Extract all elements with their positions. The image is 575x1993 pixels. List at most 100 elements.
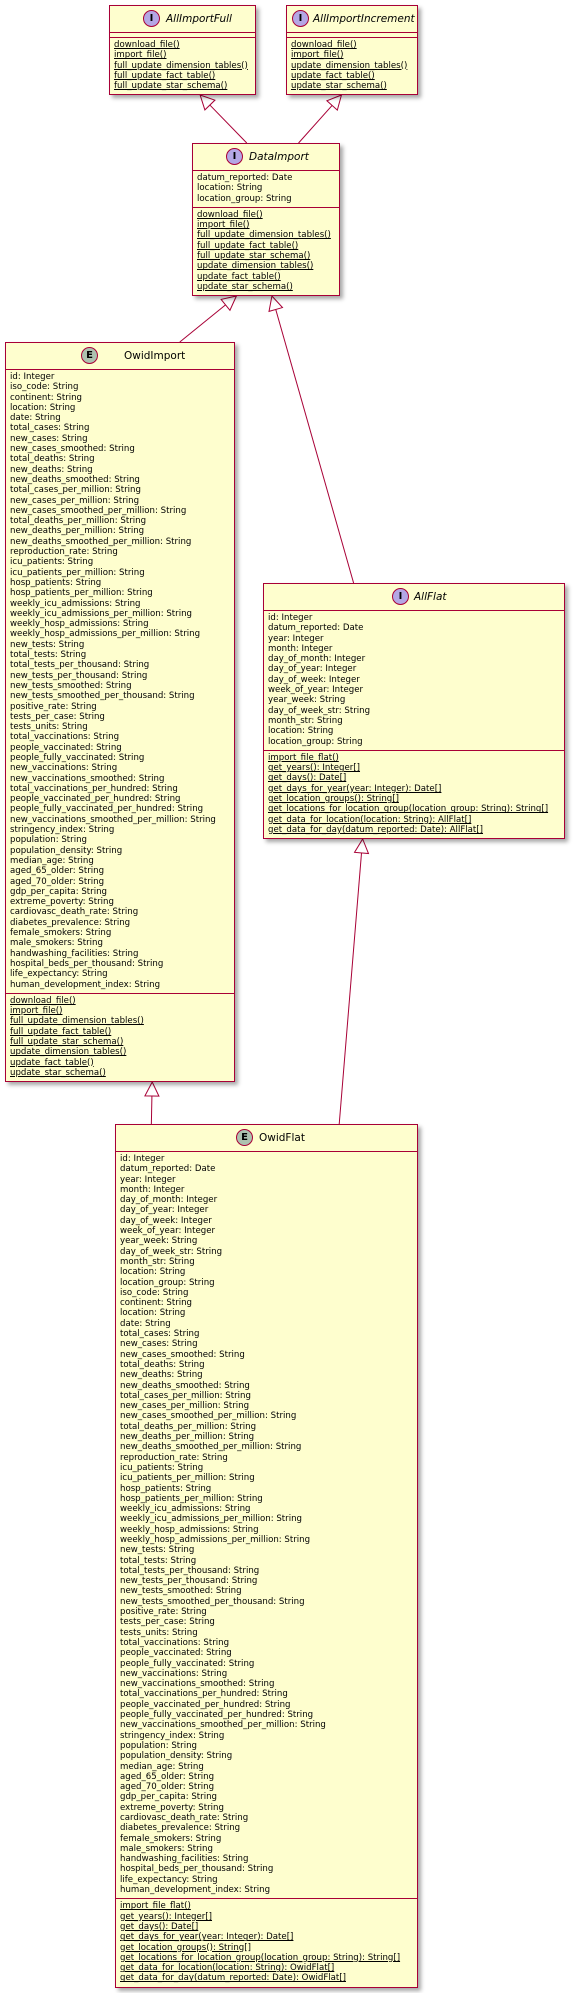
method-row: update_dimension_tables()	[10, 1047, 127, 1058]
method-row: download_file()	[10, 995, 76, 1006]
inheritance-arrowhead	[144, 1080, 160, 1097]
attribute-row: hospital_beds_per_thousand: String	[120, 1864, 274, 1875]
generalization-line	[179, 304, 226, 343]
attribute-row: total_tests: String	[120, 1555, 197, 1566]
attribute-row: stringency_index: String	[10, 825, 115, 836]
method-row: full_update_star_schema()	[197, 251, 311, 262]
attribute-row: new_vaccinations_smoothed_per_million: S…	[10, 814, 216, 825]
attribute-row: human_development_index: String	[120, 1885, 271, 1896]
attribute-row: handwashing_facilities: String	[10, 948, 139, 959]
attribute-row: location: String	[197, 183, 263, 194]
attribute-row: day_of_year: Integer	[120, 1205, 209, 1216]
attribute-row: year: Integer	[268, 633, 324, 644]
attribute-row: new_tests_per_thousand: String	[10, 670, 148, 681]
attribute-row: diabetes_prevalence: String	[120, 1823, 241, 1834]
attribute-row: new_cases: String	[10, 433, 88, 444]
attribute-row: year: Integer	[120, 1174, 176, 1185]
attribute-row: new_deaths_per_million: String	[10, 526, 145, 537]
method-row: update_fact_table()	[197, 271, 281, 282]
attribute-row: aged_65_older: String	[10, 866, 105, 877]
inheritance-arrowhead	[220, 295, 238, 312]
attribute-row: new_deaths_smoothed: String	[120, 1380, 250, 1391]
attribute-row: id: Integer	[268, 613, 313, 623]
attribute-row: hosp_patients: String	[10, 577, 102, 588]
attribute-row: new_tests: String	[10, 639, 85, 650]
method-row: download_file()	[114, 40, 180, 50]
attribute-row: cardiovasc_death_rate: String	[10, 907, 139, 918]
method-row: import_file()	[291, 50, 344, 61]
attribute-row: day_of_month: Integer	[120, 1195, 218, 1206]
attribute-row: total_cases: String	[120, 1329, 200, 1340]
attribute-row: new_deaths: String	[10, 464, 93, 475]
method-row: get_data_for_day(datum_reported: Date): …	[120, 1973, 346, 1984]
attribute-row: day_of_year: Integer	[268, 664, 357, 675]
attribute-row: weekly_icu_admissions_per_million: Strin…	[120, 1514, 302, 1525]
attribute-row: new_deaths: String	[120, 1370, 203, 1381]
methods-section: download_file()import_file()full_update_…	[110, 37, 255, 94]
attribute-row: cardiovasc_death_rate: String	[120, 1813, 249, 1823]
attribute-row: total_cases: String	[10, 423, 90, 434]
class-all-import-full[interactable]: I AllImportFull download_file()import_fi…	[109, 5, 256, 96]
attribute-row: tests_units: String	[120, 1627, 198, 1638]
method-row: import_file()	[114, 50, 167, 61]
method-row: full_update_star_schema()	[114, 81, 228, 92]
attribute-row: people_vaccinated_per_hundred: String	[10, 794, 181, 805]
class-all-import-increment[interactable]: I AllImportIncrement download_file()impo…	[286, 5, 418, 96]
attribute-row: gdp_per_capita: String	[10, 886, 107, 897]
attribute-row: id: Integer	[10, 372, 55, 382]
method-row: get_days(): Date[]	[120, 1921, 199, 1932]
method-row: import_file()	[197, 220, 250, 231]
inheritance-arrowhead	[268, 294, 284, 313]
attribute-row: iso_code: String	[10, 382, 79, 393]
method-row: full_update_star_schema()	[10, 1037, 124, 1047]
attribute-row: male_smokers: String	[120, 1843, 213, 1854]
methods-section: import_file_flat()get_years(): Integer[]…	[116, 1898, 417, 1986]
class-name: AllFlat	[414, 591, 447, 603]
attribute-row: population_density: String	[10, 845, 123, 856]
attribute-row: total_vaccinations_per_hundred: String	[120, 1689, 288, 1700]
method-row: update_fact_table()	[10, 1057, 94, 1068]
method-row: import_file_flat()	[120, 1901, 191, 1912]
attribute-row: month: Integer	[268, 643, 333, 654]
attribute-row: new_tests_smoothed_per_thousand: String	[10, 691, 195, 702]
method-row: update_dimension_tables()	[197, 261, 314, 272]
attribute-row: location_group: String	[120, 1277, 215, 1288]
attribute-row: life_expectancy: String	[10, 969, 108, 980]
attribute-row: new_cases_smoothed: String	[120, 1349, 245, 1360]
attribute-row: human_development_index: String	[10, 979, 161, 990]
method-row: get_days_for_year(year: Integer): Date[]	[268, 783, 442, 794]
entity-icon: E	[81, 347, 98, 364]
generalization-line	[338, 852, 363, 1125]
generalization-line	[275, 309, 355, 584]
class-name: OwidImport	[124, 350, 186, 362]
inheritance-arrowhead	[199, 94, 216, 111]
attribute-row: new_deaths_smoothed: String	[10, 474, 140, 485]
attribute-row: median_age: String	[120, 1761, 204, 1772]
attribute-row: month_str: String	[268, 715, 343, 726]
method-row: full_update_dimension_tables()	[114, 60, 248, 71]
attribute-row: new_deaths_smoothed_per_million: String	[120, 1442, 302, 1453]
attribute-row: people_fully_vaccinated_per_hundred: Str…	[120, 1710, 314, 1721]
attribute-row: weekly_hosp_admissions_per_million: Stri…	[120, 1534, 311, 1545]
attribute-row: location: String	[10, 402, 76, 413]
attribute-row: new_tests_smoothed_per_thousand: String	[120, 1596, 305, 1607]
attribute-row: weekly_icu_admissions_per_million: Strin…	[10, 608, 192, 619]
method-row: full_update_fact_table()	[197, 240, 299, 251]
class-header: I AllImportIncrement	[287, 6, 417, 33]
attribute-row: weekly_icu_admissions: String	[120, 1504, 251, 1515]
attribute-row: new_tests_smoothed: String	[10, 680, 132, 691]
attribute-row: diabetes_prevalence: String	[10, 917, 131, 928]
attribute-row: hosp_patients_per_million: String	[10, 588, 153, 599]
methods-section: download_file()import_file()full_update_…	[193, 206, 339, 295]
class-name: AllImportIncrement	[313, 13, 415, 25]
attribute-row: weekly_hosp_admissions: String	[10, 619, 149, 630]
attribute-row: aged_70_older: String	[120, 1782, 215, 1793]
attribute-row: weekly_icu_admissions: String	[10, 598, 141, 609]
attribute-row: total_deaths: String	[10, 454, 95, 465]
method-row: update_star_schema()	[197, 281, 293, 292]
